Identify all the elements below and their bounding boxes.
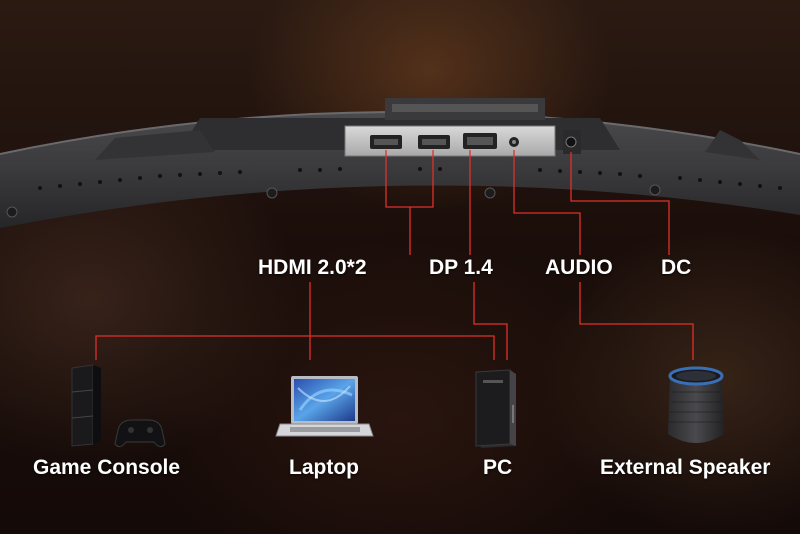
- dc-port: [565, 136, 577, 148]
- port-label-hdmi: HDMI 2.0*2: [258, 256, 367, 279]
- port-label-dc: DC: [661, 256, 692, 279]
- port-label-dp: DP 1.4: [429, 256, 493, 279]
- vent-holes: [38, 167, 782, 190]
- speaker-icon: [668, 366, 724, 443]
- screws: [6, 184, 661, 218]
- device-label-pc: PC: [483, 456, 513, 479]
- port-label-audio: AUDIO: [545, 256, 613, 279]
- device-label-laptop: Laptop: [289, 456, 359, 479]
- io-panel: [344, 125, 581, 157]
- connection-lines: [95, 150, 694, 360]
- monitor-bottom: [0, 98, 800, 228]
- device-label-external-speaker: External Speaker: [600, 456, 771, 479]
- game-console-icon: [71, 364, 166, 448]
- pc-tower-icon: [475, 369, 516, 448]
- device-label-game-console: Game Console: [33, 456, 181, 479]
- laptop-icon: [275, 376, 374, 437]
